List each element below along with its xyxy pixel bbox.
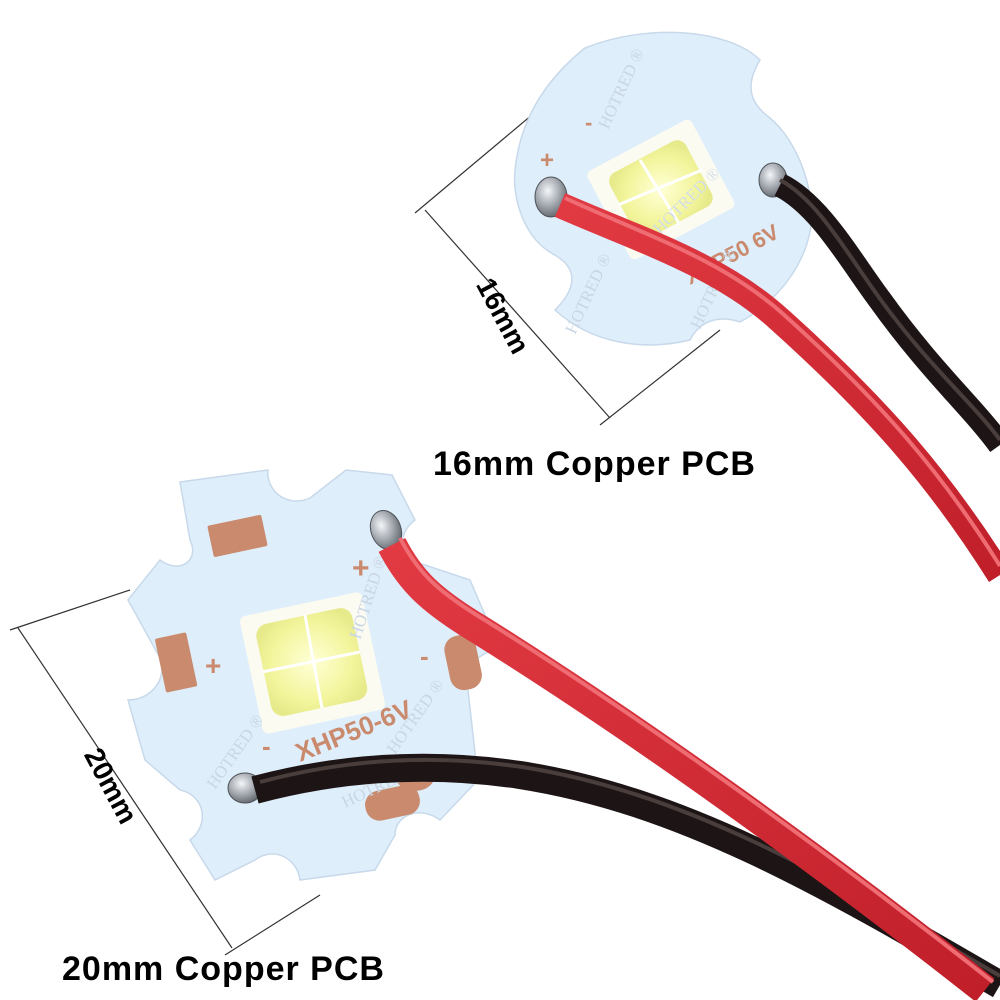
silk-minus-20-bottom: -	[262, 731, 271, 761]
silk-plus-16: +	[540, 147, 554, 174]
dim-line-16-a	[414, 103, 546, 214]
caption-16mm-copper-pcb: 16mm Copper PCB	[433, 445, 756, 483]
board-20mm: + + - - XHP50-6V HOTRED ® HOTRED ® HOTRE…	[9, 469, 502, 956]
copper-pad-left	[155, 632, 198, 693]
dim-line-20-a	[9, 589, 131, 631]
black-wire-16-highlight	[779, 178, 1000, 442]
caption-20mm-copper-pcb: 20mm Copper PCB	[62, 950, 385, 988]
silk-minus-16: -	[585, 110, 592, 135]
red-wire-20-highlight	[398, 537, 995, 984]
dim-line-20-b	[224, 894, 321, 956]
dim-line-16-c	[424, 209, 611, 419]
copper-pad-bottom	[365, 785, 420, 821]
silk-plus-20-left: +	[205, 650, 221, 681]
copper-pad-top-left	[207, 514, 268, 557]
dim-line-20-c	[17, 627, 233, 949]
silk-plus-20-top: +	[352, 552, 370, 585]
dim-line-16-b	[599, 329, 721, 426]
red-wire-16	[554, 193, 1000, 582]
silk-minus-20-right: -	[420, 641, 429, 671]
led-emitter-20	[239, 592, 385, 734]
red-wire-16-highlight	[564, 196, 1000, 568]
copper-pad-right	[444, 634, 482, 691]
red-wire-20	[378, 537, 995, 1000]
